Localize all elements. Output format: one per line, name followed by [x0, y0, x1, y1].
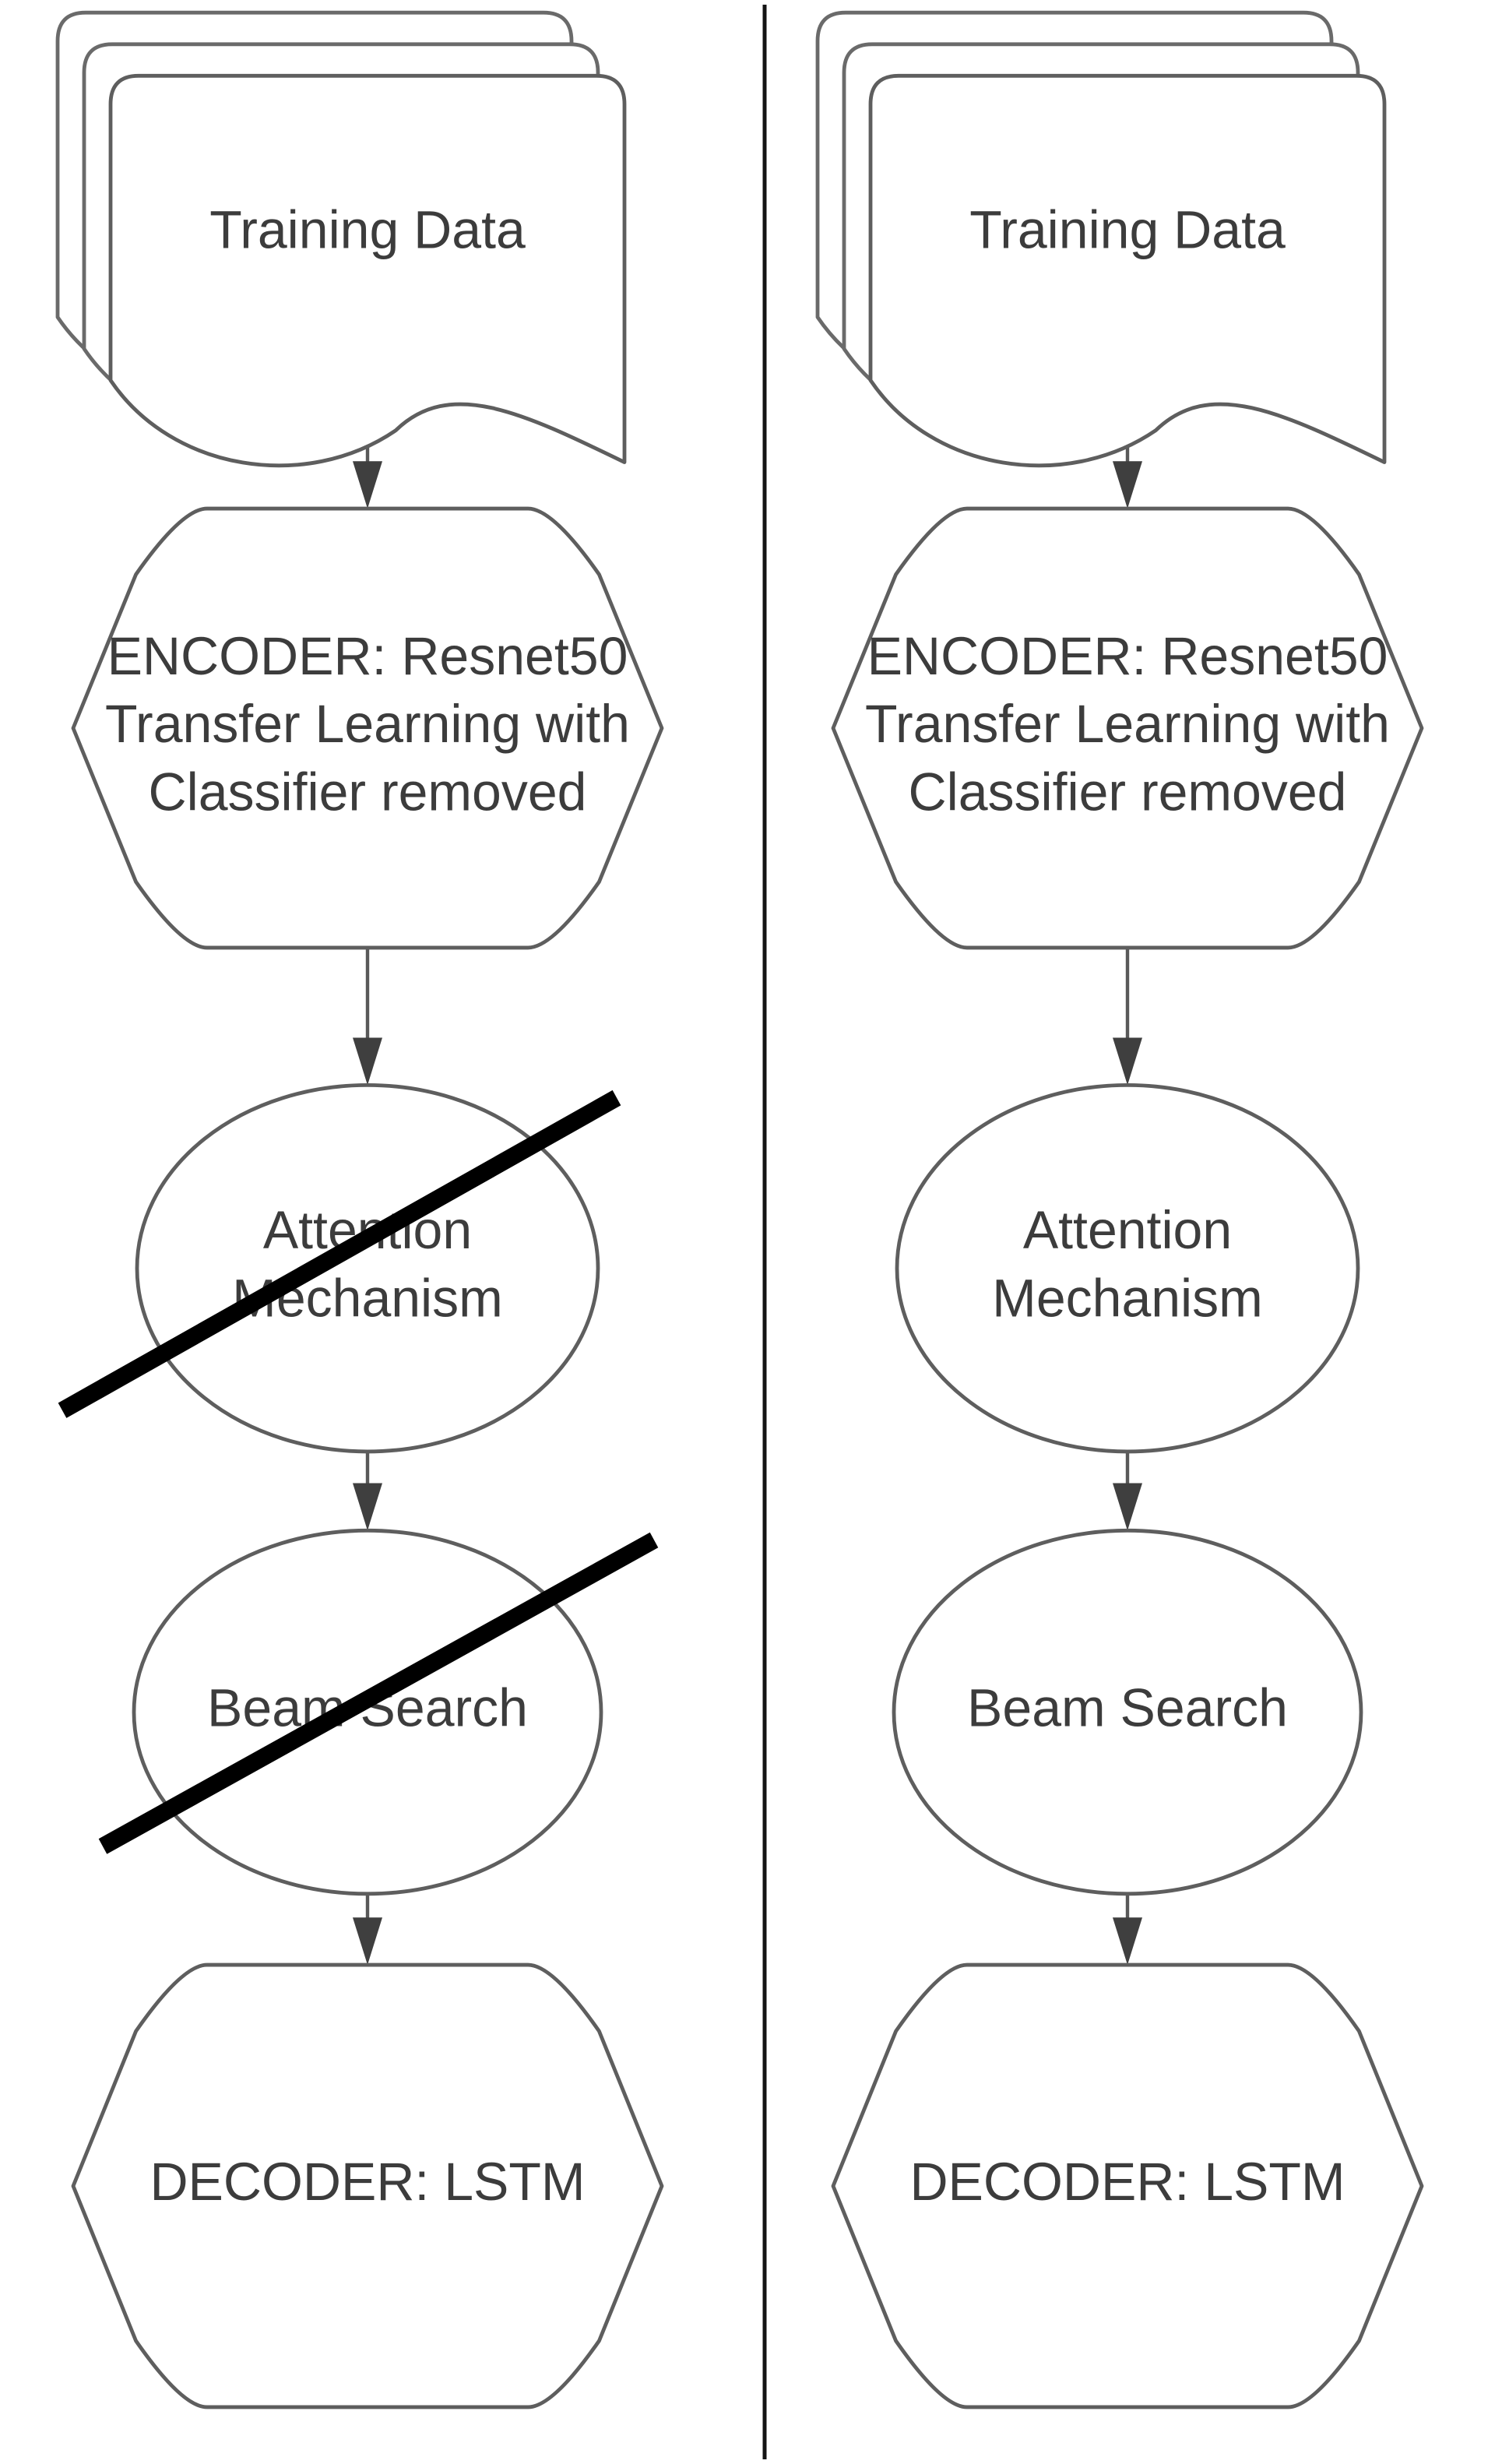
edge-left-attention-to-beam: [353, 1451, 382, 1531]
document-icon-front: [868, 73, 1387, 468]
node-label-beam-search: Beam Search: [967, 1677, 1288, 1738]
document-icon-front: [108, 73, 627, 468]
strikethrough-beam-search: [98, 1532, 659, 1854]
hexagon-shape: [71, 506, 664, 950]
arrow-head-icon: [353, 1917, 382, 1966]
arrow-head-icon: [353, 1037, 382, 1086]
node-beam-search[interactable]: Beam Search: [132, 1528, 603, 1896]
edge-right-attention-to-beam: [1113, 1451, 1142, 1531]
ellipse-shape: [892, 1528, 1363, 1896]
ellipse-shape: [895, 1082, 1360, 1454]
arrow-head-icon: [1113, 461, 1142, 509]
node-label-training-data: Training Data: [969, 199, 1286, 260]
edge-right-encoder-to-attention: [1113, 947, 1142, 1086]
node-decoder[interactable]: DECODER: LSTM: [71, 1962, 664, 2409]
hexagon-shape: [831, 506, 1424, 950]
node-label-training-data: Training Data: [209, 199, 526, 260]
node-decoder[interactable]: DECODER: LSTM: [831, 1962, 1424, 2409]
arrow-head-icon: [1113, 1483, 1142, 1531]
arrow-head-icon: [1113, 1917, 1142, 1966]
edge-right-beam-to-decoder: [1113, 1893, 1142, 1966]
edge-left-beam-to-decoder: [353, 1893, 382, 1966]
strikethrough-attention-mechanism: [58, 1089, 621, 1418]
node-training-data[interactable]: Training Data: [55, 10, 627, 468]
node-training-data[interactable]: Training Data: [815, 10, 1387, 468]
edge-left-encoder-to-attention: [353, 947, 382, 1086]
node-label-decoder: DECODER: LSTM: [909, 2152, 1345, 2212]
node-label-decoder: DECODER: LSTM: [150, 2152, 585, 2212]
arrow-head-icon: [353, 461, 382, 509]
hexagon-shape: [71, 1962, 664, 2409]
arrow-head-icon: [1113, 1037, 1142, 1086]
node-beam-search[interactable]: Beam Search: [892, 1528, 1363, 1896]
hexagon-shape: [831, 1962, 1424, 2409]
arrow-head-icon: [353, 1483, 382, 1531]
ellipse-shape: [132, 1528, 603, 1896]
